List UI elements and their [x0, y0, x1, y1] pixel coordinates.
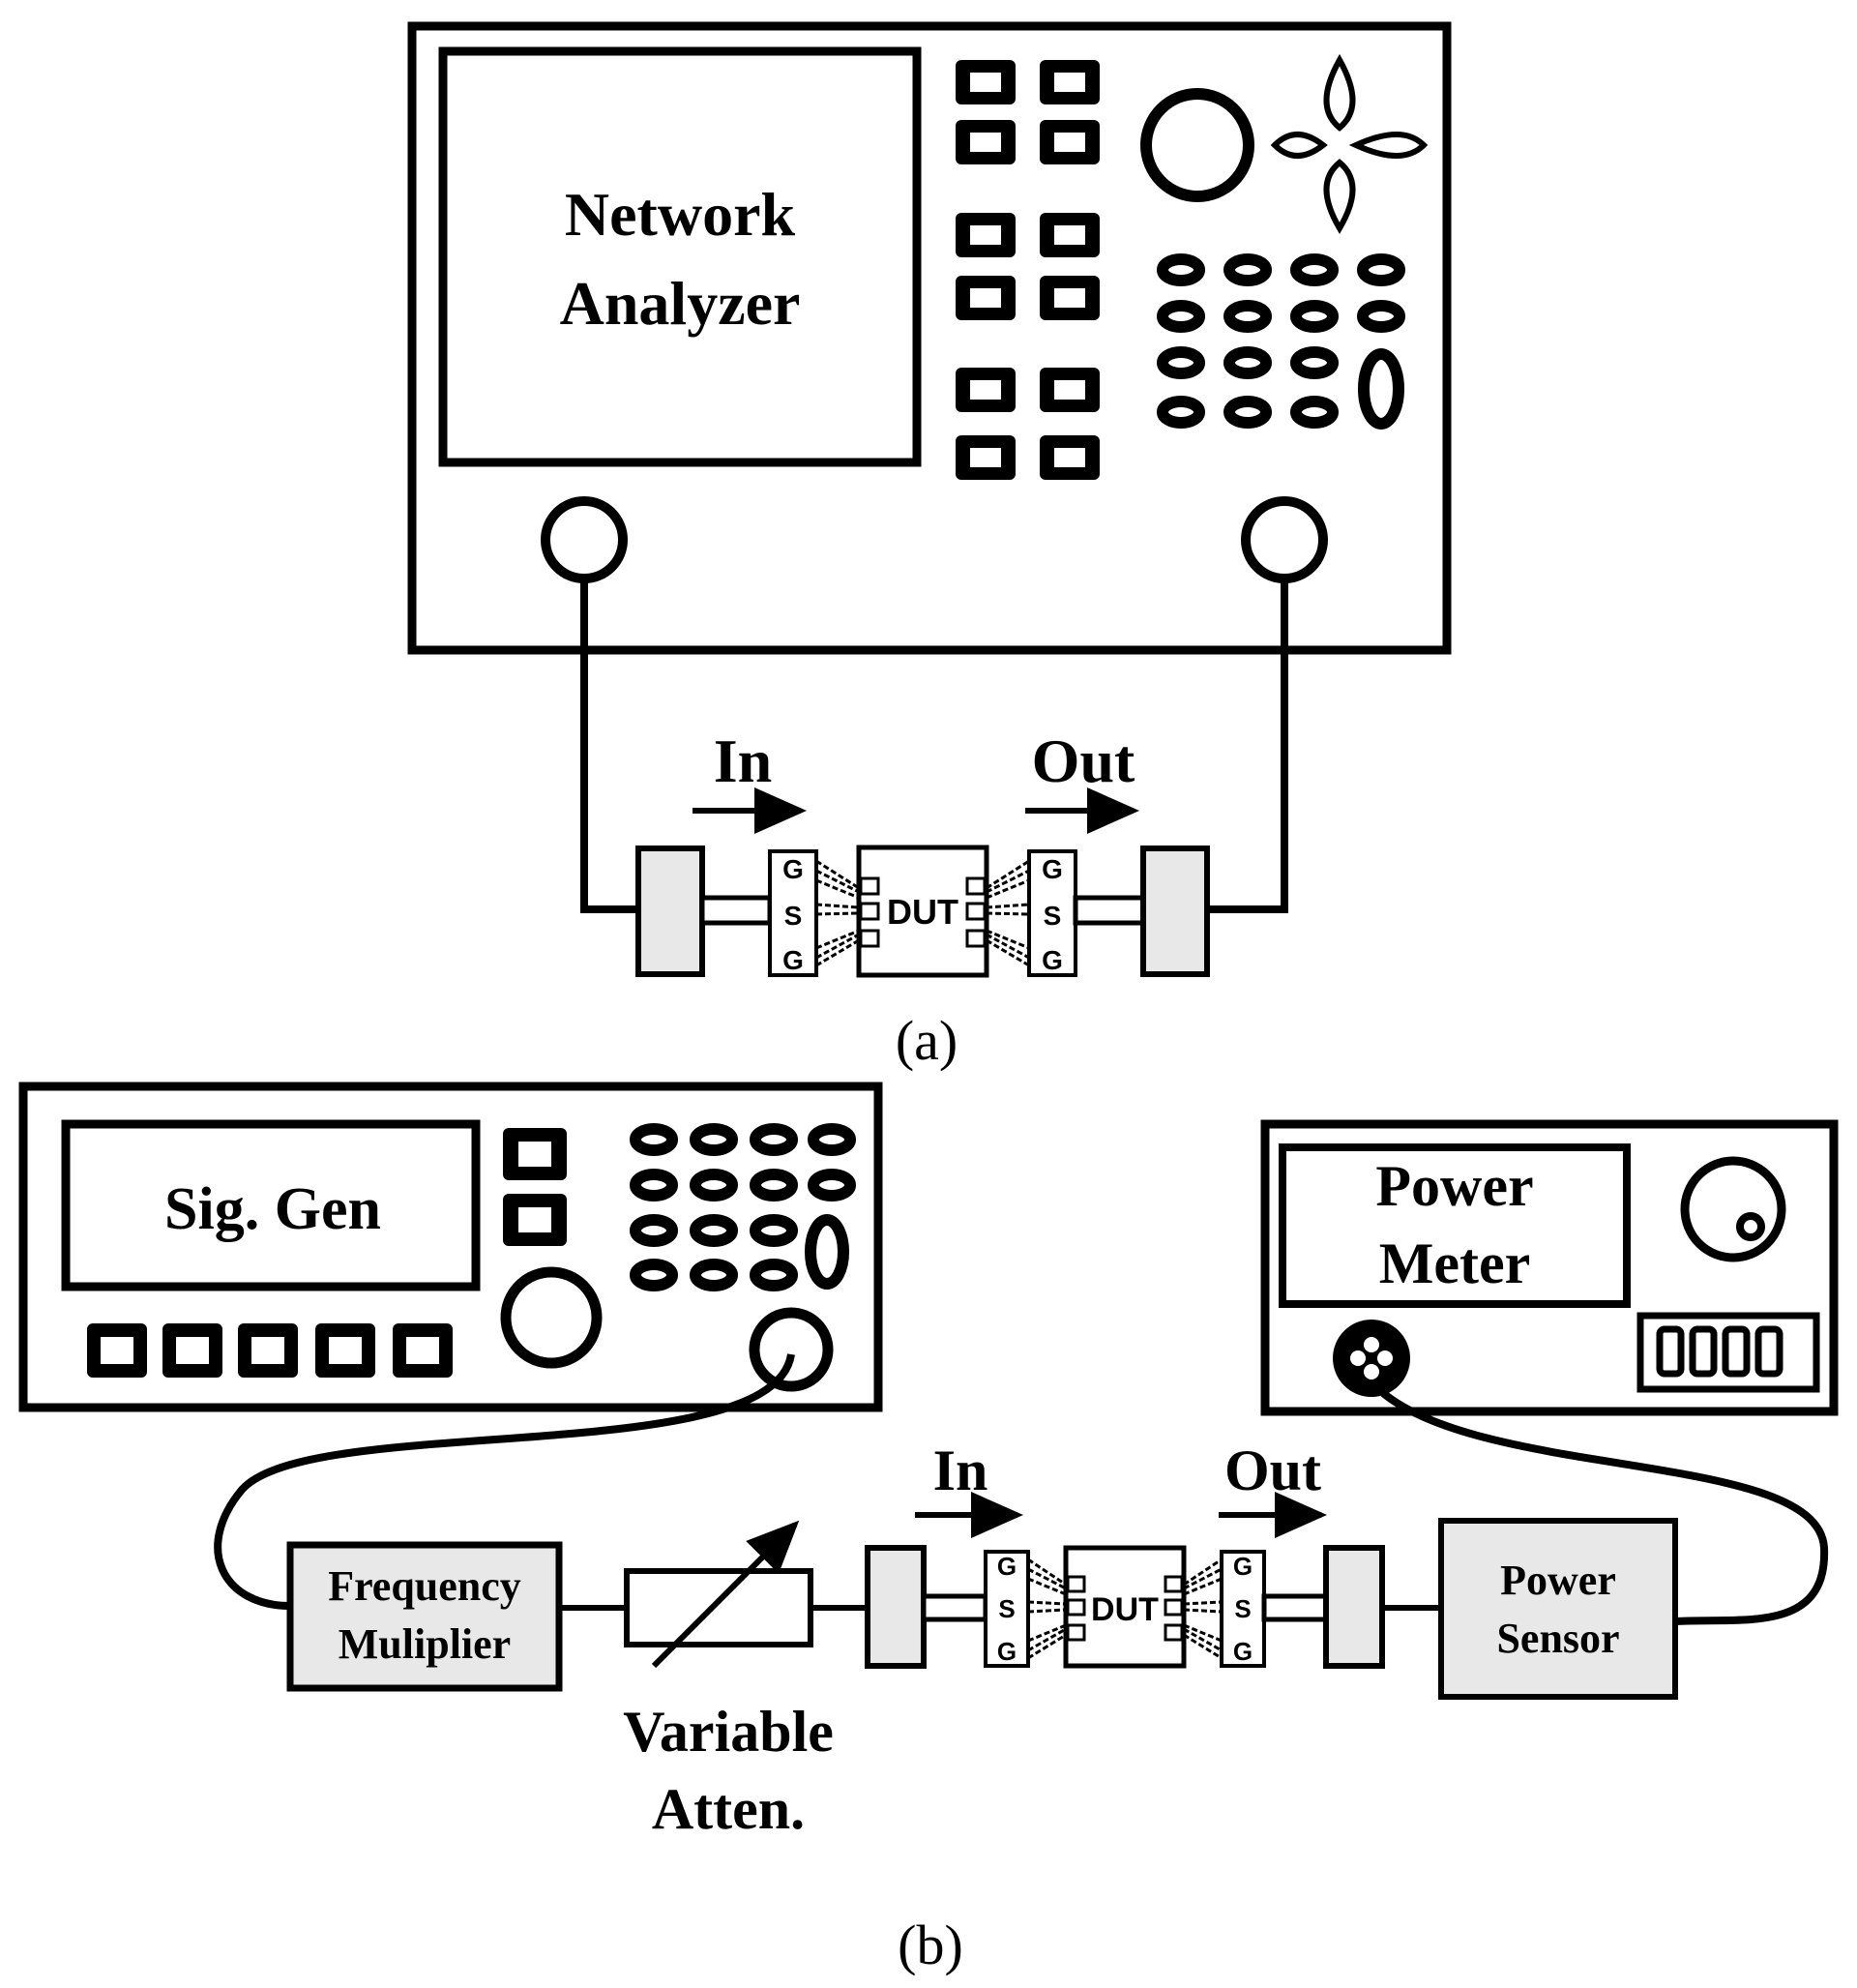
probe-right-b-pad-3: G [1233, 1637, 1253, 1666]
network-analyzer-keys [956, 60, 1100, 480]
panel-b: Sig. Gen Power Meter [18, 1082, 1839, 1976]
dut-b-label: DUT [1091, 1591, 1159, 1628]
sig-gen-screen [61, 1119, 481, 1291]
sig-gen-keypad [630, 1123, 856, 1291]
probe-arm-left-b [921, 1593, 988, 1622]
frequency-multiplier-label-2: Muliplier [339, 1620, 511, 1668]
probe-arm-right [1073, 895, 1146, 926]
power-meter-sensor-port [1333, 1320, 1410, 1397]
probe-left-b-fingers [1027, 1558, 1067, 1660]
caption-b: (b) [898, 1914, 963, 1976]
probe-right-pad-1: G [1042, 854, 1063, 884]
network-analyzer-label-2: Analyzer [560, 269, 801, 338]
probe-tip-left-b [984, 1550, 1030, 1668]
network-analyzer-knob [1140, 88, 1254, 202]
cable-port1 [580, 579, 638, 913]
dut-a-label: DUT [887, 892, 958, 932]
network-analyzer-port-2 [1241, 496, 1328, 583]
panel-a: Network Analyzer [407, 21, 1452, 1072]
out-label-a: Out [1032, 727, 1135, 795]
frequency-multiplier-label-1: Frequency [328, 1562, 521, 1610]
network-analyzer-port-1 [541, 496, 628, 583]
key-pair [956, 213, 1100, 320]
probe-mount-right [1140, 846, 1210, 977]
caption-a: (a) [896, 1009, 958, 1072]
probe-left-pad-1: G [782, 854, 804, 884]
probe-left-pad-2: S [784, 901, 803, 931]
sig-gen-label: Sig. Gen [164, 1176, 381, 1242]
probe-left-pad-3: G [782, 945, 804, 975]
cable-sig-gen [214, 1353, 795, 1610]
cable-power-meter [1380, 1389, 1829, 1625]
probe-arm-right-b [1261, 1593, 1329, 1622]
power-meter-knob [1680, 1156, 1786, 1262]
probe-mount-left-b [865, 1545, 927, 1669]
sig-gen-side-keys [503, 1128, 567, 1246]
cable-port2 [1209, 579, 1288, 913]
power-meter-screen [1279, 1143, 1631, 1308]
probe-left-b-pad-1: G [997, 1552, 1017, 1581]
network-analyzer-label-1: Network [565, 180, 796, 249]
network-analyzer-dpad [1270, 53, 1429, 234]
dut-a-pads [859, 876, 987, 948]
power-meter-sensor-port-pins [1350, 1337, 1393, 1380]
key-pair [956, 60, 1100, 164]
attenuator-label-2: Atten. [652, 1777, 805, 1841]
variable-attenuator [624, 1568, 813, 1647]
probe-left-fingers [815, 859, 860, 967]
probe-right-b-pad-2: S [1234, 1594, 1251, 1623]
sig-gen-knob [500, 1266, 603, 1369]
network-analyzer-screen [438, 46, 922, 467]
probe-arm-left [699, 895, 773, 926]
sig-gen-bottom-keys [87, 1323, 453, 1378]
probe-mount-right-b [1323, 1545, 1385, 1669]
power-sensor-label-1: Power [1500, 1557, 1616, 1604]
power-meter-label-2: Meter [1379, 1231, 1531, 1295]
network-analyzer-keypad [1157, 253, 1405, 430]
probe-right-fingers [986, 859, 1030, 967]
probe-right-pad-3: G [1042, 945, 1063, 975]
probe-right-pad-2: S [1044, 901, 1062, 931]
attenuator-label-1: Variable [623, 1700, 834, 1764]
out-label-b: Out [1224, 1439, 1321, 1502]
dut-b-pads [1066, 1575, 1184, 1642]
power-meter-label-1: Power [1375, 1154, 1533, 1218]
attenuator-arrow [651, 1520, 800, 1669]
probe-mount-left [635, 846, 705, 977]
dut-a [856, 845, 989, 978]
probe-left-b-pad-2: S [998, 1594, 1015, 1623]
sig-gen-output-port [749, 1307, 834, 1392]
key-pair [956, 368, 1100, 480]
in-label-b: In [933, 1439, 988, 1502]
power-sensor-label-2: Sensor [1496, 1615, 1619, 1662]
power-meter-knob-dot [1736, 1212, 1765, 1241]
probe-left-b-pad-3: G [997, 1637, 1017, 1666]
probe-tip-left [768, 849, 818, 977]
frequency-multiplier [286, 1541, 563, 1692]
in-label-a: In [714, 727, 773, 795]
probe-right-b-fingers [1183, 1558, 1223, 1660]
power-meter-digits [1656, 1325, 1783, 1378]
power-sensor [1438, 1518, 1678, 1700]
probe-right-b-pad-1: G [1233, 1552, 1253, 1581]
